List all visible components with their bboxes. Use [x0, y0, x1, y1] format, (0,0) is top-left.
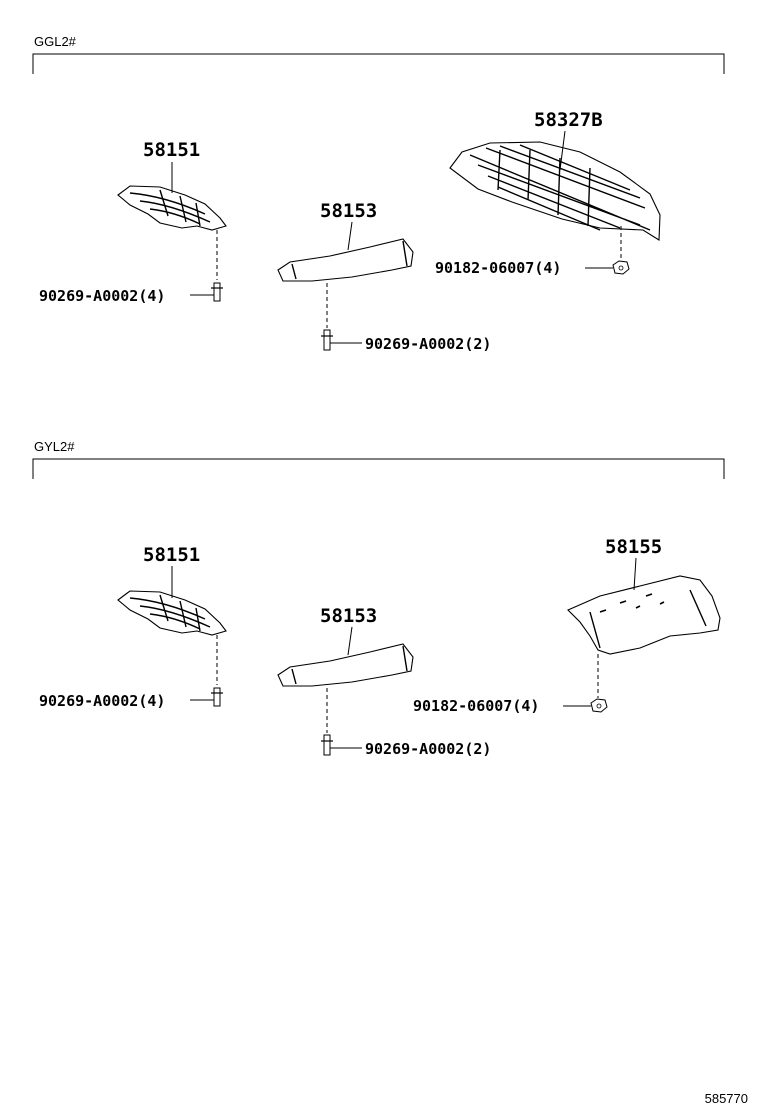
leader-58155 [633, 557, 637, 591]
leader-58153-lower [347, 626, 353, 656]
section-bracket-ggl2 [32, 53, 725, 74]
fastener-middle-bolt-upper[interactable]: 90269-A0002(2) [365, 335, 491, 353]
part-number-58155[interactable]: 58155 [605, 536, 662, 558]
part-number-58153-upper[interactable]: 58153 [320, 200, 377, 222]
nut-icon [590, 698, 608, 713]
diagram-id: 585770 [704, 1091, 748, 1106]
heat-shield-58151-lower[interactable] [117, 590, 227, 636]
nut-icon [612, 260, 630, 275]
heat-shield-58155[interactable] [567, 575, 721, 655]
leader-58153-upper [347, 221, 353, 251]
bolt-icon [211, 687, 223, 707]
fastener-right-nut-upper[interactable]: 90182-06007(4) [435, 259, 561, 277]
fastener-middle-bolt-lower[interactable]: 90269-A0002(2) [365, 740, 491, 758]
heat-shield-58153-lower[interactable] [277, 643, 414, 687]
bolt-icon [321, 329, 333, 351]
heat-shield-58151-upper[interactable] [117, 185, 227, 231]
section-label-ggl2: GGL2# [34, 34, 76, 49]
heat-shield-58153-upper[interactable] [277, 238, 414, 282]
bolt-icon [321, 734, 333, 756]
part-number-58151-upper[interactable]: 58151 [143, 139, 200, 161]
section-bracket-gyl2 [32, 458, 725, 479]
fastener-left-bolt-upper[interactable]: 90269-A0002(4) [39, 287, 165, 305]
bolt-icon [211, 282, 223, 302]
section-label-gyl2: GYL2# [34, 439, 75, 454]
leader-58327b [559, 130, 566, 171]
part-number-58153-lower[interactable]: 58153 [320, 605, 377, 627]
fastener-right-nut-lower[interactable]: 90182-06007(4) [413, 697, 539, 715]
part-number-58327b[interactable]: 58327B [534, 109, 603, 131]
fastener-left-bolt-lower[interactable]: 90269-A0002(4) [39, 692, 165, 710]
part-number-58151-lower[interactable]: 58151 [143, 544, 200, 566]
heat-shield-58327b[interactable] [449, 141, 661, 241]
